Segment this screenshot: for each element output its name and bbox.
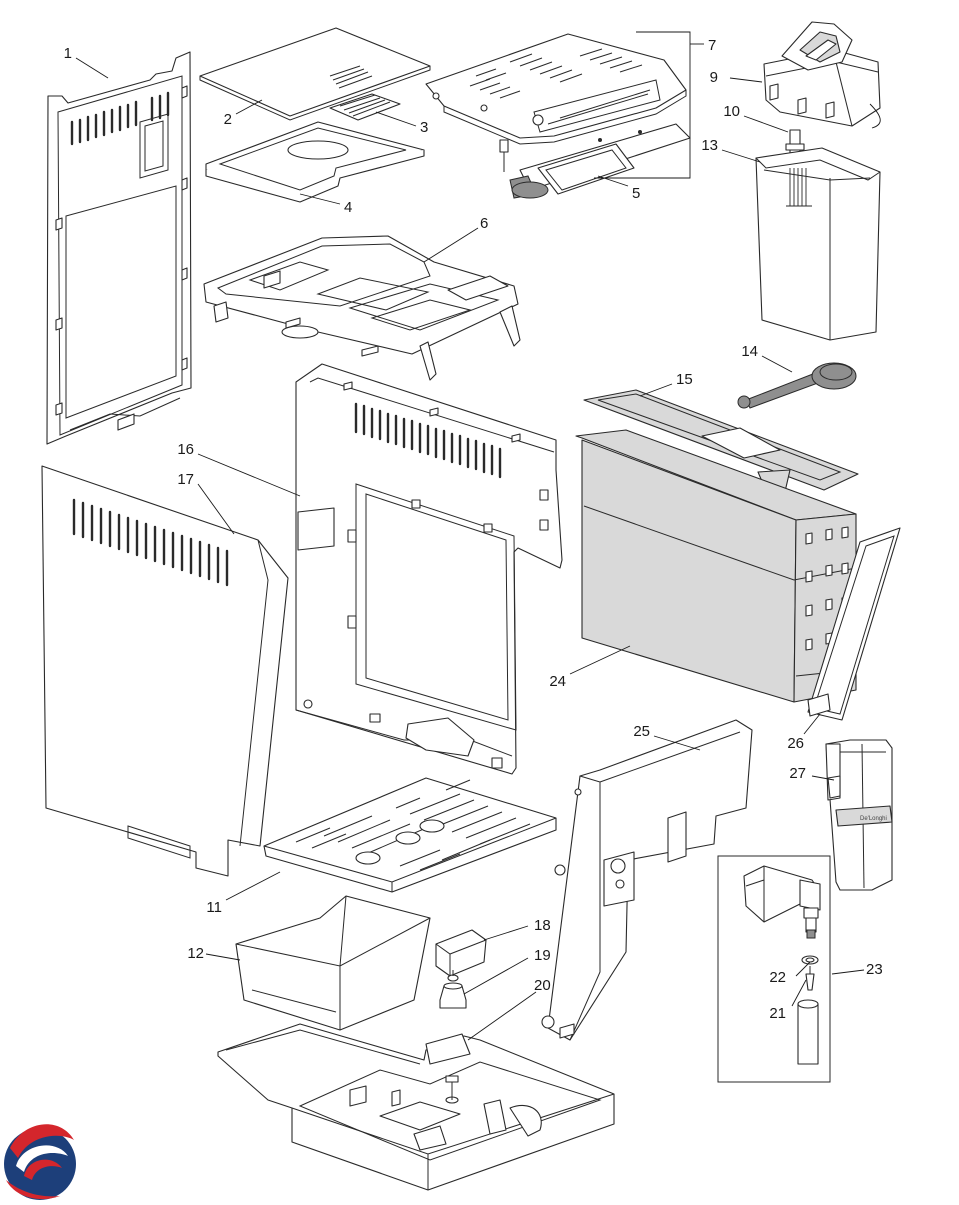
leader-lines: [75, 57, 865, 1041]
part-9-grinder-top: [763, 21, 881, 129]
part-20-drip-tray: [217, 1023, 615, 1191]
label-part-11: 11: [206, 899, 222, 916]
label-part-6: 6: [480, 215, 488, 232]
part-19-knob: [439, 970, 467, 1009]
part-3-grille: [329, 93, 401, 121]
part-18-float: [435, 929, 487, 977]
part-11-drip-grid: [263, 777, 557, 893]
label-part-27: 27: [789, 765, 806, 782]
part-24-side-panel: [575, 429, 857, 703]
label-part-24: 24: [549, 673, 566, 690]
label-part-14: 14: [741, 343, 758, 360]
label-part-9: 9: [710, 69, 718, 86]
label-part-2: 2: [224, 111, 232, 128]
label-part-20: 20: [534, 977, 551, 994]
frother-brand-text: De'Longhi: [860, 816, 887, 822]
part-5-circuit-board: [499, 123, 691, 199]
part-14-measuring-scoop: [737, 362, 857, 409]
part-7-control-panel: [425, 33, 687, 145]
label-part-22: 22: [769, 969, 786, 986]
part-1-vents: [70, 91, 170, 146]
label-part-23: 23: [866, 961, 883, 978]
label-part-5: 5: [632, 185, 640, 202]
label-part-19: 19: [534, 947, 551, 964]
part-23-inset: [717, 855, 831, 1083]
label-part-3: 3: [420, 119, 428, 136]
part-25-front-panel: [541, 719, 753, 1041]
part-16-vents: [354, 402, 502, 479]
part-27-frother: De'Longhi: [825, 739, 893, 891]
label-part-21: 21: [769, 1005, 786, 1022]
part-12-grounds-container: [235, 895, 431, 1031]
brand-logo: [4, 1124, 76, 1200]
part-6-chassis: [203, 235, 521, 381]
part-7-bracket: [594, 31, 704, 179]
part-16-inner-frame: [295, 363, 563, 775]
label-part-17: 17: [177, 471, 194, 488]
part-1-back-panel: [46, 51, 192, 445]
label-part-18: 18: [534, 917, 551, 934]
label-part-26: 26: [787, 735, 804, 752]
part-number-labels: 1 2 3 4 5 6 7 9 10 13 14 15 16 17 11 12 …: [64, 37, 883, 1022]
label-part-16: 16: [177, 441, 194, 458]
part-17-side-panel: [41, 465, 289, 877]
label-part-25: 25: [633, 723, 650, 740]
label-part-10: 10: [723, 103, 740, 120]
label-part-13: 13: [701, 137, 718, 154]
part-2-lid: [199, 27, 431, 121]
label-part-4: 4: [344, 199, 352, 216]
part-15-cover-strip: [583, 389, 859, 501]
part-4-cup-tray: [205, 121, 425, 203]
part-13-water-tank: [755, 147, 881, 341]
label-part-7: 7: [708, 37, 716, 54]
label-part-1: 1: [64, 45, 72, 62]
part-26-front-trim: [807, 527, 901, 721]
label-part-12: 12: [187, 945, 204, 962]
label-part-15: 15: [676, 371, 693, 388]
part-17-vents: [72, 498, 229, 587]
